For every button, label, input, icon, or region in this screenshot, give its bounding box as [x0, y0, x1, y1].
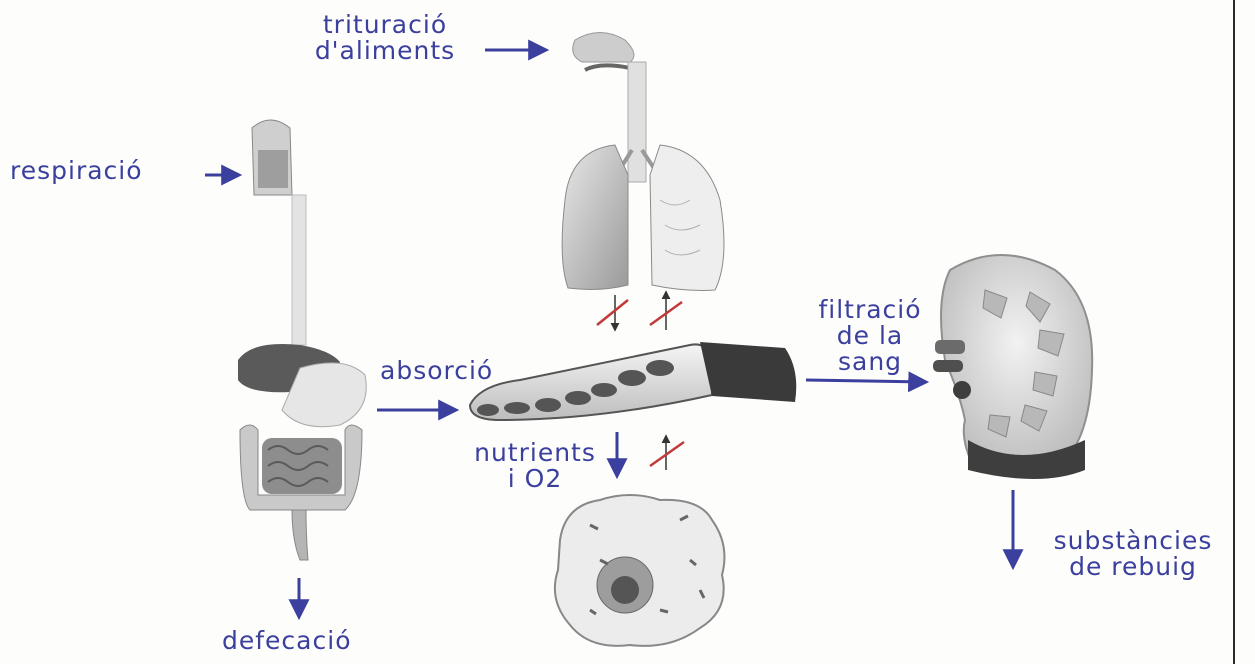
label-substancies-line2: de rebuig — [1038, 554, 1228, 580]
label-nutrients-line1: nutrients — [470, 440, 600, 466]
label-filtracio-line3: sang — [800, 349, 940, 375]
label-nutrients-line2: i O2 — [470, 466, 600, 492]
blocked-mark-1 — [597, 300, 628, 325]
label-substancies-line1: substàncies — [1038, 528, 1228, 554]
label-nutrients: nutrients i O2 — [470, 440, 600, 492]
digestive-system-icon — [238, 120, 366, 560]
respiratory-system-icon — [562, 33, 724, 291]
label-filtracio: filtració de la sang — [800, 297, 940, 375]
label-respiracio: respiració — [10, 158, 143, 184]
blood-vessel-icon — [470, 342, 796, 420]
kidney-icon — [933, 255, 1092, 479]
page-edge-line — [1233, 0, 1235, 664]
label-filtracio-line1: filtració — [800, 297, 940, 323]
body-cell-icon — [555, 495, 725, 646]
blocked-mark-3 — [650, 442, 684, 466]
arrow-filtration — [806, 380, 925, 382]
label-trituracio-line2: d'aliments — [305, 38, 465, 64]
label-defecacio: defecació — [222, 628, 351, 654]
label-trituracio: trituració d'aliments — [305, 12, 465, 64]
label-absorcio: absorció — [380, 358, 493, 384]
label-filtracio-line2: de la — [800, 323, 940, 349]
label-trituracio-line1: trituració — [305, 12, 465, 38]
label-substancies: substàncies de rebuig — [1038, 528, 1228, 580]
